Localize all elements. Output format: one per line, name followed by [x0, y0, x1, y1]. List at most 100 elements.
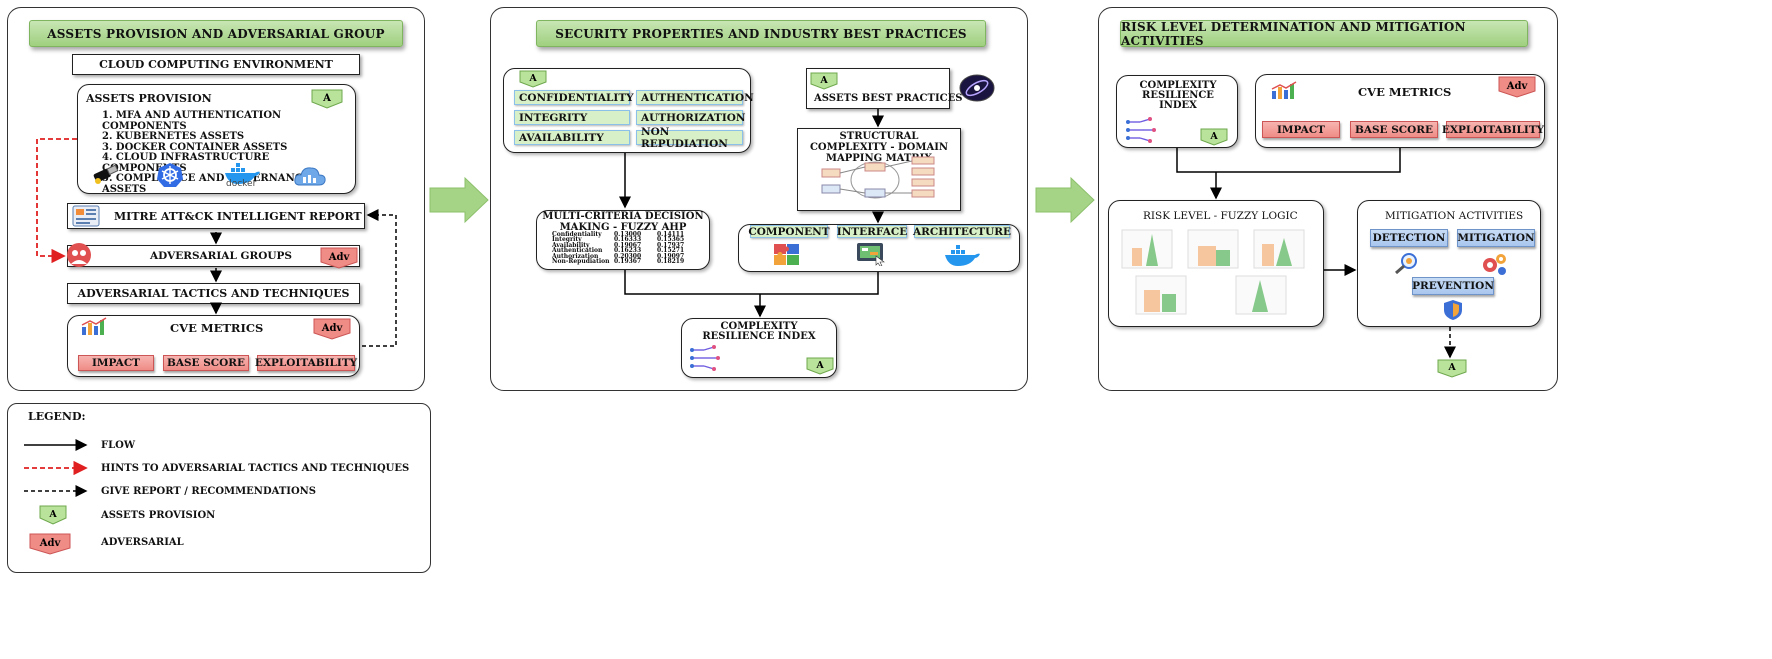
tag-a-text: A [322, 93, 331, 104]
prop-authentication: AUTHENTICATION [636, 90, 754, 105]
ahp-cell: 0.16333 [614, 236, 642, 244]
panel-transition-arrow [1035, 176, 1095, 224]
assets-item: 5. COMPLIANCE AND GOVERNANCE ASSETS [102, 173, 311, 195]
prop-confidentiality: CONFIDENTIALITY [514, 90, 634, 105]
ahp-cell: Availability [552, 241, 590, 249]
risk-level-title: RISK LEVEL - FUZZY LOGIC [1143, 210, 1298, 222]
assets-item: 3. DOCKER CONTAINER ASSETS [102, 141, 288, 153]
docker-architecture-icon [945, 245, 980, 266]
ahp-cell: 0.19367 [614, 258, 642, 266]
cri-box-right [1116, 75, 1238, 148]
hacker-group-icon [67, 243, 91, 267]
tactics-techniques-box: ADVERSARIAL TACTICS AND TECHNIQUES [67, 283, 360, 304]
tag-adv-cve-left: Adv [313, 318, 351, 344]
ahp-cell: 0.15271 [657, 247, 685, 255]
tag-cri-right: A [1200, 128, 1228, 150]
circuit-brain-icon [690, 345, 720, 371]
assets-item: 1. MFA AND AUTHENTICATION COMPONENTS [102, 110, 282, 132]
puzzle-icon [774, 244, 799, 265]
tag-adv-text: Adv [321, 323, 344, 334]
chart-icon [81, 317, 107, 335]
cve-metrics-title-left: CVE METRICS [170, 321, 264, 335]
flow-line [624, 270, 879, 295]
gears-mitigation-icon [1483, 254, 1506, 275]
exploitability-tag-left: EXPLOITABILITY [254, 355, 358, 371]
tag-best-practices: A [810, 72, 838, 94]
panel1-title: ASSETS PROVISION AND ADVERSARIAL GROUP [29, 20, 403, 47]
interface-tag: INTERFACE [836, 225, 908, 238]
ahp-cell: 0.15365 [657, 236, 685, 244]
flow-line [1176, 148, 1401, 173]
mitigation-activities-title: MITIGATION ACTIVITIES [1385, 210, 1524, 222]
architecture-tag: ARCHITECTURE [913, 225, 1011, 238]
domain-mapping-matrix-image [821, 156, 935, 199]
assets-best-practices-label: ASSETS BEST PRACTICES [814, 93, 963, 104]
galaxy-icon [959, 74, 995, 102]
ahp-cell: 0.19067 [614, 241, 642, 249]
docker-label: docker [226, 179, 257, 189]
component-tag: COMPONENT [748, 225, 830, 238]
impact-tag-left: IMPACT [78, 355, 154, 371]
assets-item: 4. CLOUD INFRASTRUCTURE COMPONENTS [102, 152, 270, 174]
legend-adversarial-label: ADVERSARIAL [101, 537, 184, 548]
ahp-cell: 0.20300 [614, 252, 642, 260]
ahp-cell: Non-Repudiation [552, 258, 610, 266]
base-score-tag-right: BASE SCORE [1350, 121, 1438, 138]
cve-metrics-title-right: CVE METRICS [1358, 85, 1452, 99]
ahp-cell: 0.19097 [657, 252, 685, 260]
kubernetes-icon [157, 163, 183, 187]
adversarial-groups-label: ADVERSARIAL GROUPS [150, 250, 292, 262]
cloud-icon [294, 167, 326, 186]
tag-a-text: A [815, 360, 824, 371]
detection-tag: DETECTION [1370, 229, 1448, 247]
tag-assets-provision: A [311, 89, 343, 113]
legend-assets-label: ASSETS PROVISION [101, 510, 216, 521]
exploitability-tag-right: EXPLOITABILITY [1442, 121, 1544, 138]
ahp-row: Availability 0.19067 0.17937 [552, 241, 700, 249]
prop-authorization: AUTHORIZATION [636, 110, 746, 125]
prop-integrity: INTEGRITY [514, 110, 630, 125]
impact-tag-right: IMPACT [1262, 121, 1340, 138]
legend-symbols: A Adv [24, 439, 88, 555]
mitigation-tag: MITIGATION [1457, 229, 1535, 247]
panel3-title: RISK LEVEL DETERMINATION AND MITIGATION … [1120, 20, 1528, 48]
hint-arrow [36, 138, 77, 264]
tag-cri-center: A [806, 357, 834, 379]
legend-adv-tag-text: Adv [39, 538, 62, 549]
ahp-cell: Authentication [552, 247, 603, 255]
base-score-tag-left: BASE SCORE [163, 355, 249, 371]
legend-a-tag-text: A [48, 509, 57, 520]
tag-a-text: A [1209, 131, 1218, 142]
docker-icon [225, 163, 260, 184]
cloud-env-box: CLOUD COMPUTING ENVIRONMENT [72, 54, 360, 75]
report-icon [72, 205, 100, 227]
mcdm-title: MULTI-CRITERIA DECISION MAKING - FUZZY A… [542, 211, 704, 233]
tag-adv-groups: Adv [320, 247, 358, 273]
report-arrow [362, 209, 397, 347]
tag-mitigation-output: A [1437, 359, 1467, 382]
search-detection-icon [1395, 253, 1417, 275]
chart-icon-right [1271, 81, 1297, 99]
shield-prevention-icon [1444, 300, 1462, 320]
tag-adv-cve-right: Adv [1498, 76, 1536, 102]
tag-a-text: A [1447, 362, 1456, 373]
ahp-cell: Confidentiality [552, 231, 602, 238]
structural-complexity-label: STRUCTURAL COMPLEXITY - DOMAIN MAPPING M… [809, 131, 949, 164]
panel-risk-mitigation [1098, 7, 1558, 391]
prevention-tag: PREVENTION [1412, 277, 1494, 295]
ahp-cell: 0.17937 [657, 241, 685, 249]
tag-adv-text: Adv [328, 252, 351, 263]
ahp-cell: 0.13000 [614, 231, 642, 238]
circuit-brain-icon-right [1126, 117, 1156, 143]
tag-security-props: A [519, 70, 547, 92]
mitre-report-box: MITRE ATT&CK INTELLIGENT REPORT [67, 203, 365, 229]
assets-item: 2. KUBERNETES ASSETS [102, 131, 245, 142]
panel2-title: SECURITY PROPERTIES AND INDUSTRY BEST PR… [536, 20, 986, 47]
